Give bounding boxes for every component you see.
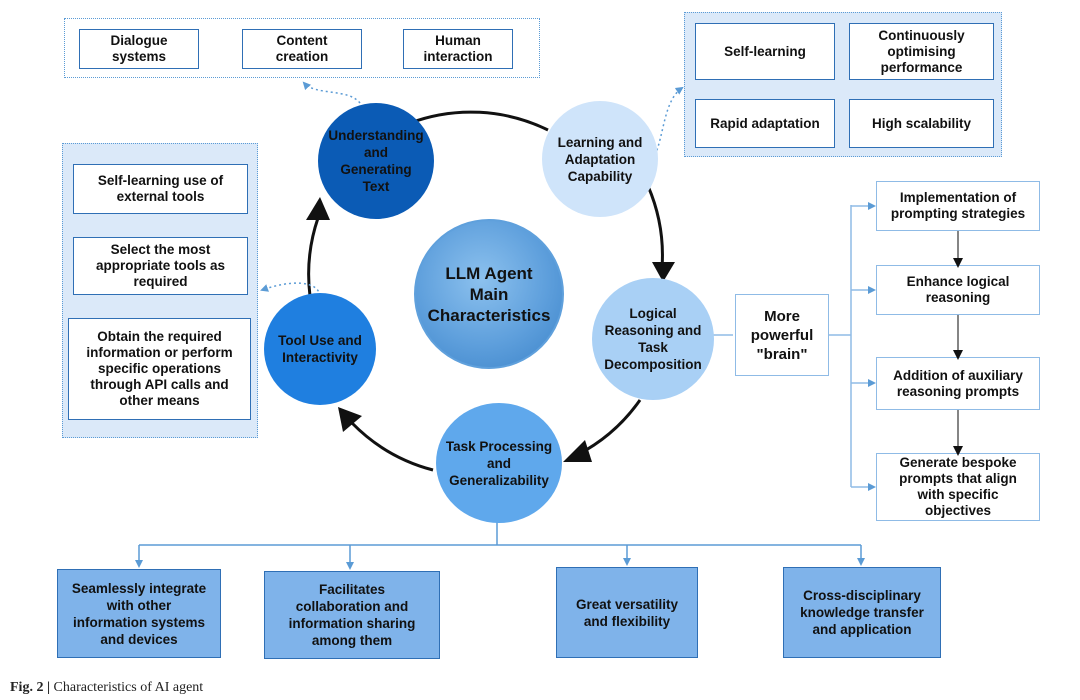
node-understanding: Understanding and Generating Text bbox=[318, 103, 434, 219]
node-learning: Learning and Adaptation Capability bbox=[542, 101, 658, 217]
output-dialogue-systems: Dialogue systems bbox=[79, 29, 199, 69]
output-self-learning: Self-learning bbox=[695, 23, 835, 80]
caption-text: Characteristics of AI agent bbox=[50, 680, 204, 695]
output-high-scalability: High scalability bbox=[849, 99, 994, 148]
step-bespoke-prompts: Generate bespoke prompts that align with… bbox=[876, 453, 1040, 521]
task-output-cross-disciplinary: Cross-disciplinary knowledge transfer an… bbox=[783, 567, 941, 658]
dotted-tool-to-panel bbox=[260, 282, 321, 297]
cycle-arc-task-to-tool bbox=[350, 421, 434, 472]
dotted-understanding-to-panel bbox=[302, 81, 361, 104]
output-self-learning-tools: Self-learning use of external tools bbox=[73, 164, 248, 214]
output-rapid-adaptation: Rapid adaptation bbox=[695, 99, 835, 148]
output-api-calls: Obtain the required information or perfo… bbox=[68, 318, 251, 420]
cycle-arc-tool-to-understanding bbox=[307, 217, 320, 297]
figure-caption: Fig. 2 | Characteristics of AI agent bbox=[10, 680, 203, 696]
caption-prefix: Fig. 2 | bbox=[10, 680, 51, 695]
arrowhead-task bbox=[563, 440, 592, 462]
arrowhead-logical bbox=[652, 262, 675, 282]
node-logical: Logical Reasoning and Task Decomposition bbox=[592, 278, 714, 400]
output-content-creation: Content creation bbox=[242, 29, 362, 69]
center-llm-agent: LLM Agent Main Characteristics bbox=[414, 219, 564, 369]
arrowhead-understanding bbox=[306, 197, 330, 220]
task-output-versatility: Great versatility and flexibility bbox=[556, 567, 698, 658]
node-tool: Tool Use and Interactivity bbox=[264, 293, 376, 405]
node-task: Task Processing and Generalizability bbox=[436, 403, 562, 523]
cycle-arc-learning-to-logical bbox=[646, 185, 664, 269]
step-enhance-logical-reasoning: Enhance logical reasoning bbox=[876, 265, 1040, 315]
brain-box: More powerful "brain" bbox=[735, 294, 829, 376]
arrowhead-tool bbox=[338, 407, 362, 432]
step-implementation-prompting: Implementation of prompting strategies bbox=[876, 181, 1040, 231]
task-output-integrate: Seamlessly integrate with other informat… bbox=[57, 569, 221, 658]
output-continuously-optimising: Continuously optimising performance bbox=[849, 23, 994, 80]
dotted-learning-to-panel bbox=[654, 86, 684, 156]
task-output-collaboration: Facilitates collaboration and informatio… bbox=[264, 571, 440, 659]
cycle-arc-understanding-to-learning bbox=[409, 110, 549, 132]
output-human-interaction: Human interaction bbox=[403, 29, 513, 69]
step-auxiliary-prompts: Addition of auxiliary reasoning prompts bbox=[876, 357, 1040, 410]
output-select-tools: Select the most appropriate tools as req… bbox=[73, 237, 248, 295]
